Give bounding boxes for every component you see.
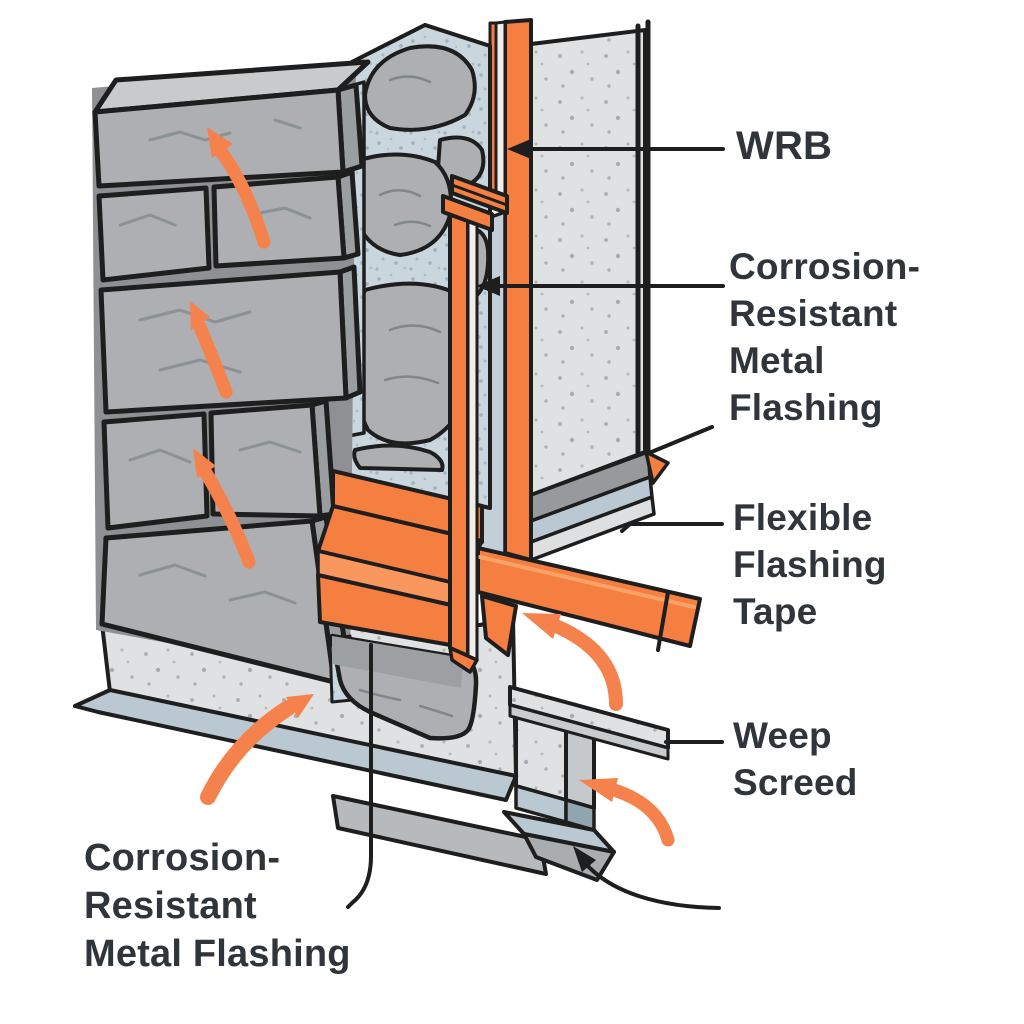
- veneer-base-stone: [328, 633, 479, 741]
- lower-flashing-leader: [346, 643, 373, 909]
- airflow-arrow-icon: [199, 466, 256, 569]
- weep-screed-left-flange: [73, 688, 518, 802]
- airflow-arrows: [192, 143, 675, 847]
- airflow-arrow-icon: [607, 783, 675, 847]
- label-flexible-flashing-tape: Flexible Flashing Tape: [733, 497, 887, 632]
- flashing-drip-edge: [480, 594, 518, 657]
- airflow-arrow-icon: [213, 143, 271, 249]
- airflow-arrow-icon: [200, 700, 296, 805]
- foundation-sill-ledge: [508, 685, 670, 761]
- metal-flashing-leg: [441, 174, 509, 674]
- exterior-wall-panel: [529, 19, 670, 562]
- label-corrosion-resistant-metal-flashing-upper: Corrosion- Resistant Metal Flashing: [729, 246, 921, 428]
- leader-arrowhead-icon: [507, 139, 531, 159]
- metal-flashing-leader-2: [647, 425, 714, 455]
- airflow-arrowheads: [190, 127, 618, 802]
- label-wrb: WRB: [736, 124, 833, 168]
- weep-screed-curved-leader: [584, 862, 721, 910]
- label-weep-screed: Weep Screed: [733, 715, 858, 803]
- airflow-arrow-icon: [192, 318, 233, 399]
- leader-arrowhead-icon: [476, 276, 500, 296]
- leader-arrowhead-icon: [573, 846, 596, 872]
- foundation-fascia: [331, 794, 548, 876]
- flashing-corner-wedge: [644, 450, 670, 485]
- leader-lines: [346, 139, 725, 910]
- label-corrosion-resistant-metal-flashing-lower: Corrosion- Resistant Metal Flashing: [84, 837, 351, 975]
- airflow-arrow-icon: [549, 619, 623, 711]
